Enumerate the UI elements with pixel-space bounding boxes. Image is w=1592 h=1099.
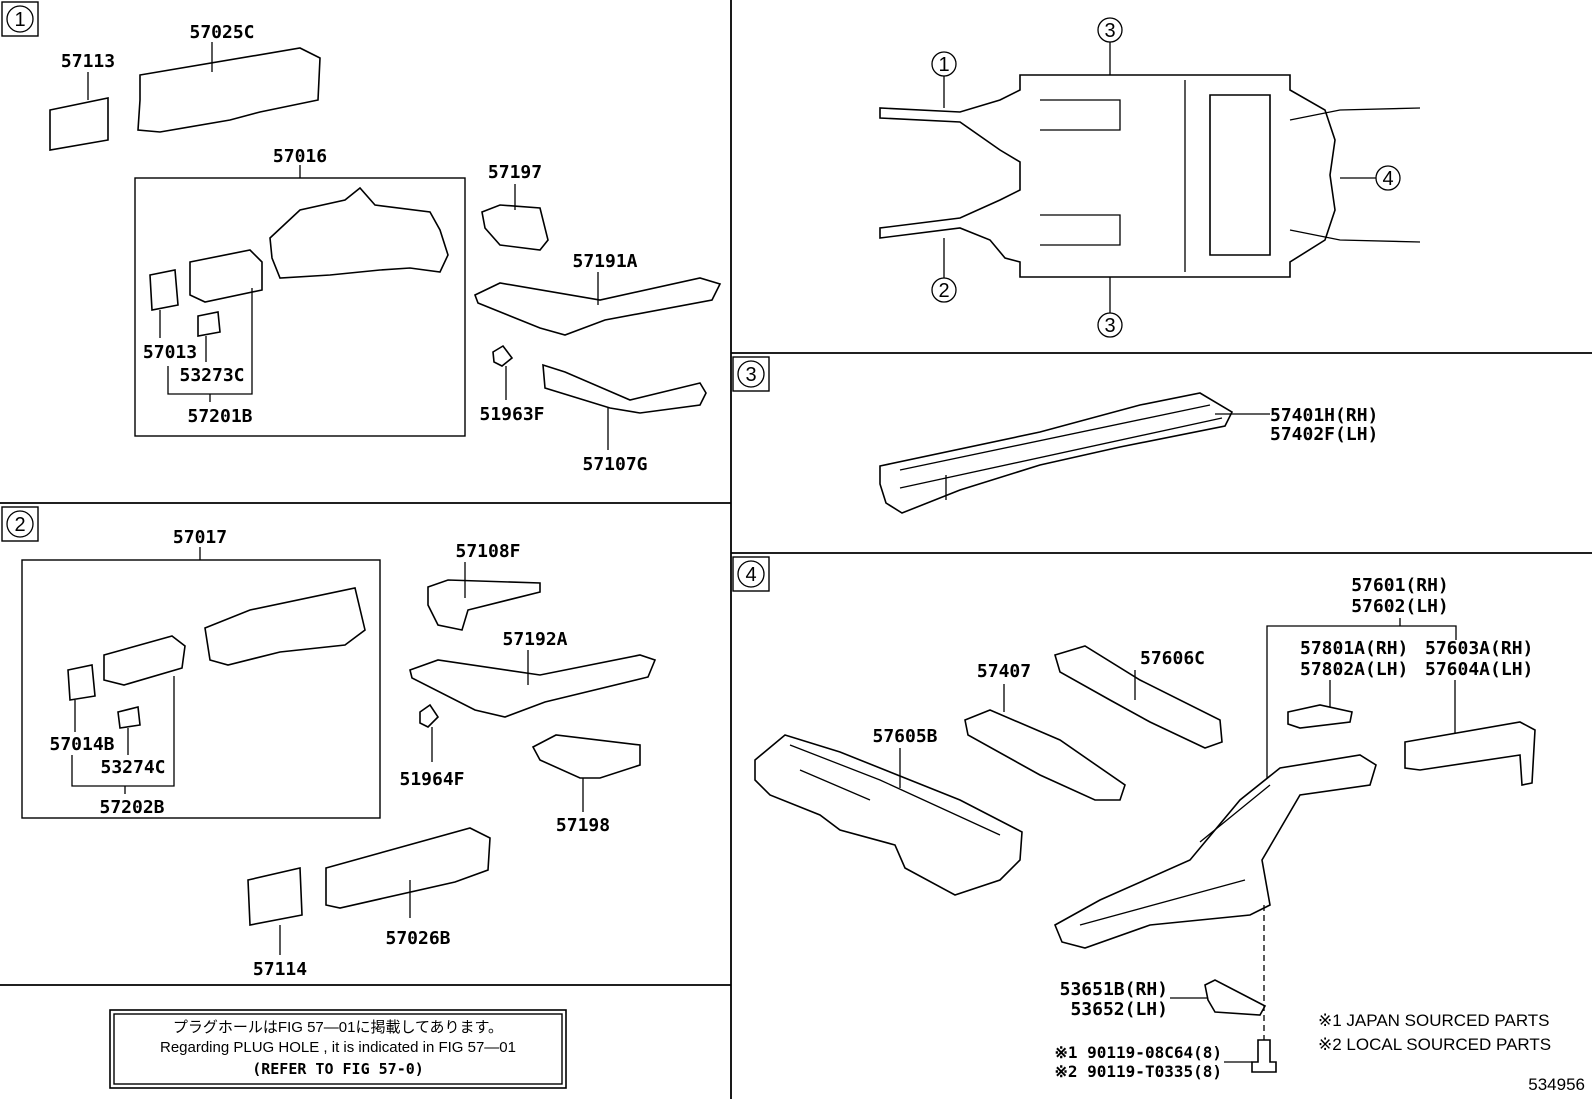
label-57601: 57601(RH)	[1351, 575, 1449, 596]
part-57017-shape	[204, 587, 366, 666]
label-57192A: 57192A	[502, 629, 567, 650]
label-57605B: 57605B	[872, 726, 937, 747]
svg-text:1: 1	[14, 9, 25, 31]
svg-text:3: 3	[745, 364, 756, 386]
label-57602: 57602(LH)	[1351, 596, 1449, 617]
legend-japan-sourced: ※1 JAPAN SOURCED PARTS	[1318, 1011, 1550, 1030]
label-57026B: 57026B	[385, 928, 450, 949]
part-57113-shape	[49, 97, 109, 151]
label-57107G: 57107G	[582, 454, 647, 475]
svg-text:2: 2	[938, 280, 949, 302]
part-57014B-shape	[67, 664, 96, 701]
note-line-jp: プラグホールはFIG 57—01に掲載してあります。	[173, 1019, 503, 1036]
part-51963F-shape	[492, 344, 514, 367]
svg-text:3: 3	[1104, 315, 1115, 337]
part-57191A-shape	[473, 277, 722, 336]
svg-text:4: 4	[1382, 168, 1393, 190]
part-57198-shape	[531, 734, 641, 779]
part-57114-shape	[247, 867, 303, 926]
part-57025C-shape	[137, 47, 321, 133]
overview-callout-3-bottom: 3	[1097, 277, 1123, 338]
label-bolt-2: ※2 90119-T0335(8)	[1054, 1062, 1222, 1081]
label-57113: 57113	[61, 51, 115, 72]
part-57201B-shape	[189, 249, 263, 303]
overview-callout-1: 1	[931, 51, 957, 108]
label-57191A: 57191A	[572, 251, 637, 272]
label-53651B: 53651B(RH)	[1060, 979, 1168, 1000]
part-57407-shape	[964, 709, 1126, 801]
part-57202B-shape	[103, 635, 186, 686]
section-2-marker: 2	[1, 506, 39, 542]
label-57025C: 57025C	[189, 22, 254, 43]
label-57017: 57017	[173, 527, 227, 548]
part-57603A-shape	[1404, 721, 1536, 786]
part-53274C-shape	[117, 706, 141, 729]
label-57014B: 57014B	[49, 734, 114, 755]
label-bolt-1: ※1 90119-08C64(8)	[1054, 1043, 1222, 1062]
label-57202B: 57202B	[99, 797, 164, 818]
label-53652: 53652(LH)	[1070, 999, 1168, 1020]
label-57802A: 57802A(LH)	[1300, 659, 1408, 680]
bolt-shape	[1251, 1039, 1277, 1073]
svg-text:3: 3	[1104, 20, 1115, 42]
part-57013-shape	[149, 269, 179, 311]
part-57401H-shape	[879, 392, 1234, 514]
overview-callout-3-top: 3	[1097, 17, 1123, 75]
section-1-marker: 1	[1, 1, 39, 37]
label-57407: 57407	[977, 661, 1031, 682]
section-4-marker: 4	[732, 556, 770, 592]
svg-text:2: 2	[14, 514, 25, 536]
plug-hole-note: プラグホールはFIG 57—01に掲載してあります。 Regarding PLU…	[109, 1009, 567, 1089]
part-51964F-shape	[419, 703, 440, 728]
frame-overview	[879, 74, 1421, 278]
label-57197: 57197	[488, 162, 542, 183]
label-51964F: 51964F	[399, 769, 464, 790]
label-57201B: 57201B	[187, 406, 252, 427]
part-57606C-shape	[1054, 645, 1223, 749]
group-57017-box	[21, 559, 381, 819]
label-57108F: 57108F	[455, 541, 520, 562]
label-57401H: 57401H(RH)	[1270, 405, 1378, 426]
part-57801A-shape	[1287, 704, 1353, 729]
note-line-refer: (REFER TO FIG 57-0)	[252, 1060, 424, 1078]
label-53273C: 53273C	[179, 365, 244, 386]
part-57197-shape	[481, 204, 549, 251]
note-line-en: Regarding PLUG HOLE , it is indicated in…	[160, 1039, 516, 1056]
label-57013: 57013	[143, 342, 197, 363]
label-57016: 57016	[273, 146, 327, 167]
overview-callout-4: 4	[1340, 165, 1401, 191]
label-57198: 57198	[556, 815, 610, 836]
part-53273C-shape	[197, 311, 221, 337]
label-57402F: 57402F(LH)	[1270, 424, 1378, 445]
part-57192A-shape	[409, 654, 657, 718]
part-57107G-shape	[542, 363, 707, 414]
label-57604A: 57604A(LH)	[1425, 659, 1533, 680]
svg-text:1: 1	[938, 54, 949, 76]
label-57114: 57114	[253, 959, 307, 980]
part-57026B-shape	[325, 827, 491, 909]
label-51963F: 51963F	[479, 404, 544, 425]
section-3-marker: 3	[732, 356, 770, 392]
part-57108F-shape	[427, 579, 541, 631]
part-53651B-shape	[1204, 979, 1267, 1016]
label-57606C: 57606C	[1140, 648, 1205, 669]
part-57605B-shape	[754, 734, 1023, 896]
svg-text:4: 4	[745, 564, 756, 586]
figure-id: 534956	[1528, 1075, 1585, 1094]
label-57603A: 57603A(RH)	[1425, 638, 1533, 659]
label-53274C: 53274C	[100, 757, 165, 778]
part-57016-shape	[269, 186, 449, 279]
legend-local-sourced: ※2 LOCAL SOURCED PARTS	[1318, 1035, 1551, 1054]
overview-callout-2: 2	[931, 238, 957, 303]
label-57801A: 57801A(RH)	[1300, 638, 1408, 659]
